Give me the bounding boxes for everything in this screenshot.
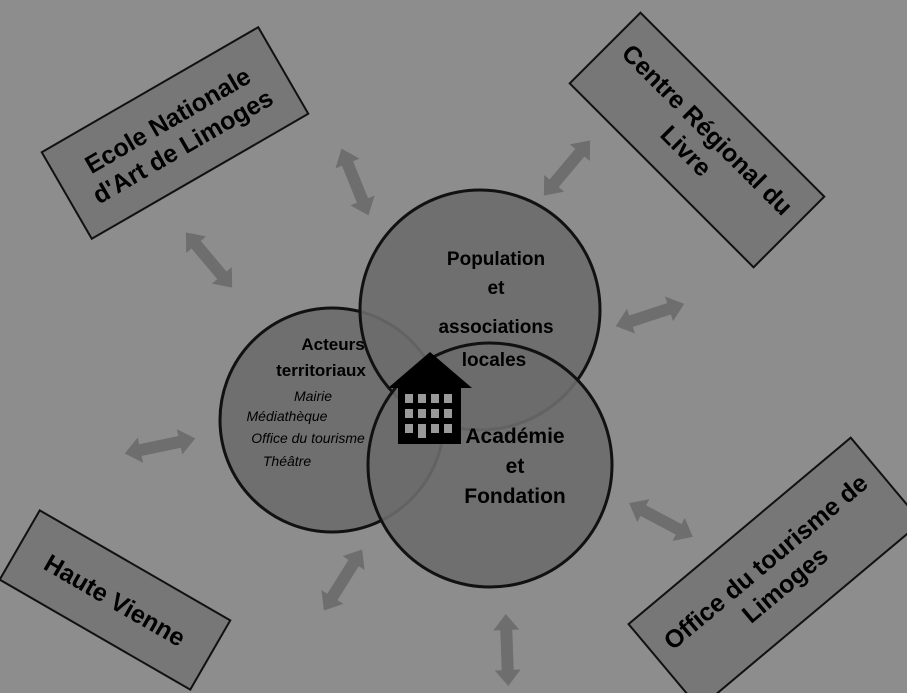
acteurs-title-2: territoriaux [276, 361, 366, 380]
population-line-3: associations [438, 317, 553, 338]
acteurs-item-mairie: Mairie [294, 388, 332, 404]
house-icon [388, 352, 472, 444]
box-ensa-frame [40, 25, 310, 241]
population-line-4: locales [462, 350, 526, 371]
acteurs-item-theatre: Théâtre [263, 453, 311, 469]
house-roof [388, 352, 472, 388]
population-line-2: et [488, 278, 506, 299]
academie-line-2: et [506, 455, 525, 478]
academie-line-1: Académie [465, 425, 564, 448]
academie-line-3: Fondation [464, 485, 565, 508]
acteurs-item-office: Office du tourisme [251, 430, 365, 446]
acteurs-title-1: Acteurs [301, 335, 364, 354]
box-crl-frame [568, 11, 826, 269]
box-office-tourisme-frame [627, 436, 907, 693]
acteurs-item-mediatheque: Médiathèque [247, 408, 328, 424]
venn-circles [218, 188, 614, 589]
box-haute-vienne-frame [0, 508, 232, 692]
population-line-1: Population [447, 249, 545, 270]
